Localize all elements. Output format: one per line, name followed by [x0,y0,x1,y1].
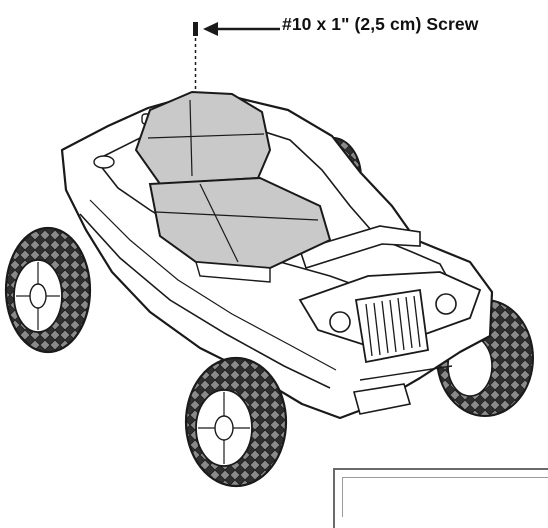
seat [134,90,332,283]
note-box-frame [333,468,548,528]
assembly-diagram: #10 x 1" (2,5 cm) Screw [4,14,548,528]
vehicle-illustration [4,22,534,488]
rear-left-tire [4,226,92,354]
front-left-tire [184,356,288,488]
callout-arrow [203,22,280,36]
screw-callout-label: #10 x 1" (2,5 cm) Screw [282,14,479,34]
front-grille [329,288,457,364]
note-box-inner-frame [342,477,548,517]
screw-part [193,22,198,98]
